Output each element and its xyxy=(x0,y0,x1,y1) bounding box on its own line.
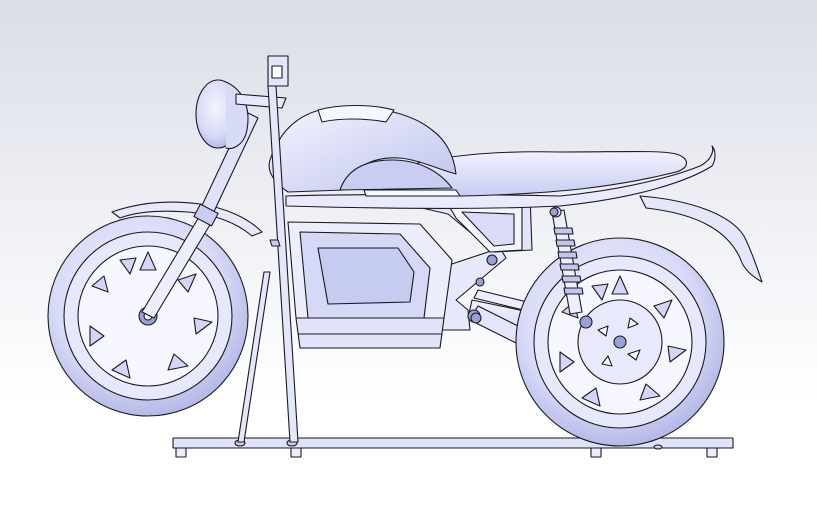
rear-fender xyxy=(639,195,763,283)
battery-box xyxy=(287,221,453,349)
paddock-stand xyxy=(237,85,299,443)
headlight xyxy=(195,79,249,150)
front-wheel xyxy=(47,215,249,417)
handlebar xyxy=(235,55,289,109)
fuel-tank xyxy=(268,105,457,193)
rear-wheel xyxy=(515,237,725,447)
rear-shock xyxy=(550,206,584,315)
pivot-bolts xyxy=(470,207,559,324)
front-fender xyxy=(111,201,263,237)
